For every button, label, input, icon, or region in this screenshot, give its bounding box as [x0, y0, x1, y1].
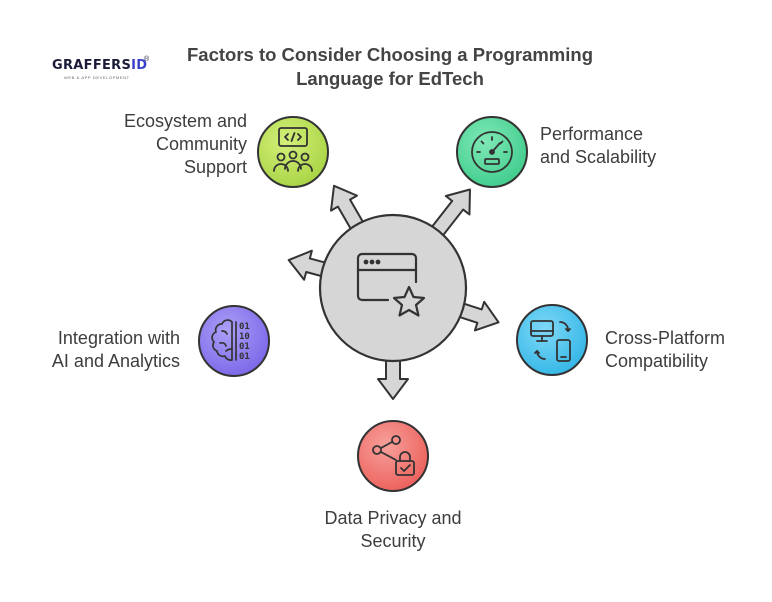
center-hub: [318, 213, 468, 363]
logo-tagline: WEB & APP DEVELOPMENT: [64, 75, 130, 80]
diagram-title: Factors to Consider Choosing a Programmi…: [186, 44, 593, 89]
devices-sync-icon: [530, 320, 571, 362]
logo-wordmark: GRAFFERSID: [52, 58, 148, 73]
node-crossplatform: [516, 304, 588, 376]
label-performance: Performance and Scalability: [540, 124, 657, 167]
app-window-star-icon: [356, 252, 426, 317]
label-ecosystem: Ecosystem and Community Support: [123, 111, 247, 177]
label-integration: Integration with AI and Analytics: [51, 328, 180, 371]
svg-text:01: 01: [239, 342, 250, 352]
svg-text:10: 10: [239, 332, 250, 342]
node-ecosystem: [257, 116, 329, 188]
grafferid-logo: GRAFFERSID ® WEB & APP DEVELOPMENT: [52, 56, 152, 86]
speedometer-icon: [471, 131, 513, 173]
label-crossplatform: Cross-Platform Compatibility: [605, 328, 726, 371]
svg-text:01: 01: [239, 322, 250, 332]
label-privacy: Data Privacy and Security: [324, 508, 462, 551]
node-privacy: [357, 420, 429, 492]
node-performance: [456, 116, 528, 188]
code-community-icon: [273, 127, 313, 172]
ai-brain-binary-icon: 01 10 01 01: [211, 319, 250, 362]
node-integration: 01 10 01 01: [198, 305, 270, 377]
svg-text:01: 01: [239, 352, 250, 362]
share-lock-icon: [372, 435, 415, 476]
logo-registered-mark: ®: [144, 56, 150, 63]
